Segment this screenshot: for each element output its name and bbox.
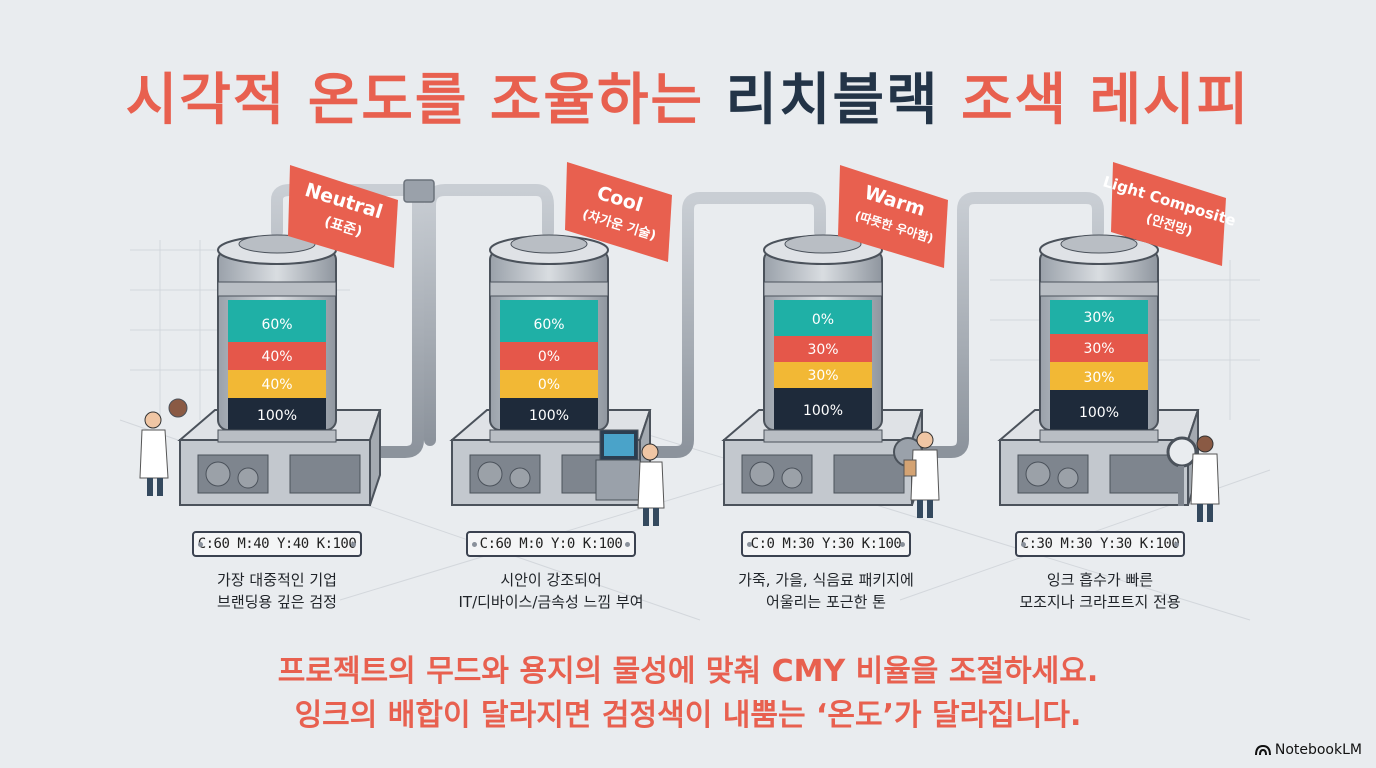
cool-c-value: 60% [533,317,564,333]
light-code: C:30 M:30 Y:30 K:100 [1020,536,1180,552]
flag-cool: Cool (차가운 기술) [565,162,672,262]
neutral-description: 가장 대중적인 기업 브랜딩용 깊은 검정 [157,569,397,613]
neutral-k-value: 100% [257,408,297,424]
warm-desc-line2: 어울리는 포근한 톤 [766,593,886,611]
technician-4 [1166,435,1220,522]
light-y-value: 30% [1083,370,1114,386]
warm-m-value: 30% [807,342,838,358]
notebooklm-logo-icon [1254,744,1271,756]
neutral-desc-line2: 브랜딩용 깊은 검정 [217,593,337,611]
cool-code: C:60 M:0 Y:0 K:100 [479,536,623,552]
brand-name: NotebookLM [1274,742,1362,758]
title-part3: 조색 레시피 [939,68,1251,133]
neutral-code: C:60 M:40 Y:40 K:100 [197,536,357,552]
light-k-value: 100% [1079,405,1119,421]
neutral-desc-line1: 가장 대중적인 기업 [217,571,337,589]
neutral-code-plate: C:60 M:40 Y:40 K:100 [192,531,362,557]
light-m-value: 30% [1083,341,1114,357]
machine-warm: 0% 30% 30% 100% Warm (따뜻한 우아함) [721,165,948,518]
warm-y-value: 30% [807,368,838,384]
warm-description: 가죽, 가을, 식음료 패키지에 어울리는 포근한 톤 [706,569,946,613]
technician-1 [139,398,188,496]
technician-2 [595,429,665,526]
warm-code-plate: C:0 M:30 Y:30 K:100 [741,531,911,557]
brand-mark: NotebookLM [1254,742,1362,758]
cool-m-value: 0% [538,349,560,365]
page-title: 시각적 온도를 조율하는 리치블랙 조색 레시피 [0,55,1376,136]
neutral-y-value: 40% [261,377,292,393]
cool-description: 시안이 강조되어 IT/디바이스/금속성 느낌 부여 [431,569,671,613]
machine-neutral: 60% 40% 40% 100% Neutral (표준) [139,165,398,506]
cool-desc-line2: IT/디바이스/금속성 느낌 부여 [458,593,644,611]
title-part2: 리치블랙 [725,68,940,133]
title-part1: 시각적 온도를 조율하는 [125,68,726,133]
bottom-line2: 잉크의 배합이 달라지면 검정색이 내뿜는 ‘온도’가 달라집니다. [294,698,1082,733]
machine-cool: 60% 0% 0% 100% Cool (차가운 기술) [449,162,672,526]
light-desc-line2: 모조지나 크라프트지 전용 [1019,593,1181,611]
pipe-joints [403,179,435,203]
light-c-value: 30% [1083,310,1114,326]
neutral-m-value: 40% [261,349,292,365]
bottom-line1: 프로젝트의 무드와 용지의 물성에 맞춰 CMY 비율을 조절하세요. [277,654,1099,689]
warm-c-value: 0% [812,312,834,328]
warm-desc-line1: 가죽, 가을, 식음료 패키지에 [738,571,914,589]
neutral-c-value: 60% [261,317,292,333]
cool-y-value: 0% [538,377,560,393]
warm-code: C:0 M:30 Y:30 K:100 [750,536,902,552]
connecting-pipes [271,184,1104,458]
cool-k-value: 100% [529,408,569,424]
technician-3 [893,431,940,518]
light-description: 잉크 흡수가 빠른 모조지나 크라프트지 전용 [980,569,1220,613]
cool-desc-line1: 시안이 강조되어 [500,571,602,589]
warm-k-value: 100% [803,403,843,419]
light-code-plate: C:30 M:30 Y:30 K:100 [1015,531,1185,557]
light-desc-line1: 잉크 흡수가 빠른 [1046,571,1154,589]
machine-light-composite: 30% 30% 30% 100% Light Composite (안전망) [997,162,1238,522]
cool-code-plate: C:60 M:0 Y:0 K:100 [466,531,636,557]
